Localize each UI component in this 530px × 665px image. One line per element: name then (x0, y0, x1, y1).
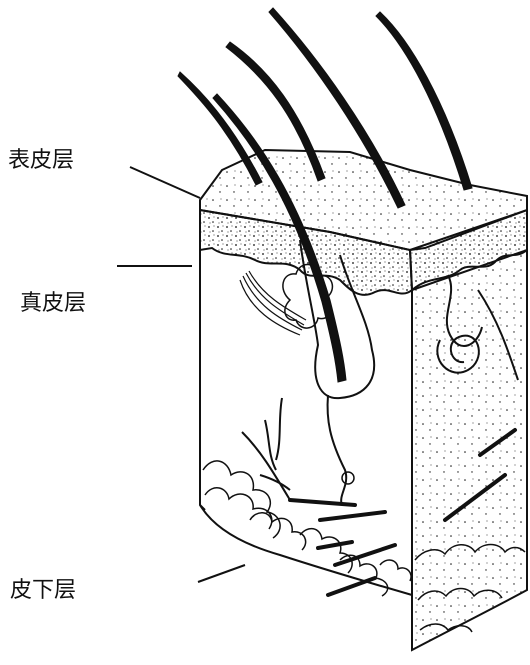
hypodermis-pointer-line (198, 565, 245, 582)
epidermis-pointer-line (130, 167, 200, 198)
hair-bulb (328, 395, 347, 505)
hair-shaft-1 (178, 72, 262, 185)
nerve-branches (242, 398, 290, 500)
dermis-label: 真皮层 (20, 293, 86, 315)
hypodermis-label: 皮下层 (10, 580, 76, 602)
arrector-pili-muscle (240, 271, 306, 335)
dermal-papilla (342, 472, 354, 484)
blood-vessels (290, 500, 395, 595)
block-bottom-edge (200, 505, 412, 650)
fat-lobules-front (203, 461, 411, 596)
epidermis-label: 表皮层 (8, 150, 74, 172)
block-right-face (412, 250, 527, 650)
